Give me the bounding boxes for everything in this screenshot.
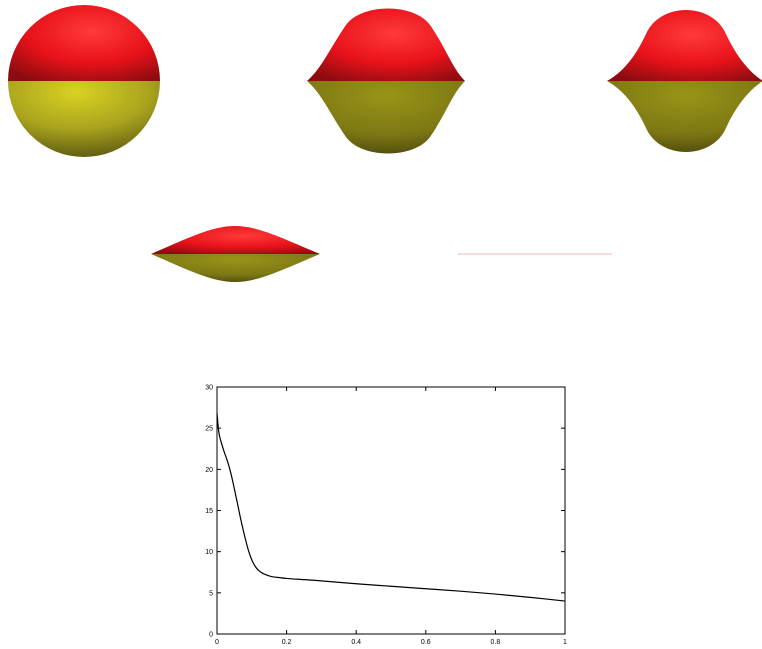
x-tick-label: 0.8 (491, 639, 501, 646)
x-axis-ticks (216, 387, 566, 634)
x-tick-label: 0.4 (351, 639, 361, 646)
y-axis-tick-labels: 0 5 10 15 20 25 30 (205, 385, 213, 639)
x-tick-label: 0.2 (282, 639, 292, 646)
line-chart: 0 0.2 0.4 0.6 0.8 1 0 5 10 15 20 25 30 (205, 385, 567, 647)
pinched-sphere-lower-cap (607, 81, 762, 152)
lens-lower-cap (151, 254, 320, 282)
pinched-sphere-upper-cap (607, 10, 762, 81)
x-axis-tick-labels: 0 0.2 0.4 0.6 0.8 1 (215, 639, 567, 646)
sphere-upper-cap (8, 5, 160, 81)
y-tick-label: 0 (209, 632, 213, 639)
y-tick-label: 5 (209, 590, 213, 597)
y-tick-label: 25 (205, 426, 213, 433)
lens-shape (151, 226, 320, 282)
y-tick-label: 15 (205, 508, 213, 515)
lens-upper-cap (151, 226, 320, 254)
pinched-sphere-shape (607, 10, 762, 152)
peaked-sphere-upper-cap (307, 8, 465, 81)
x-tick-label: 1 (563, 639, 567, 646)
y-tick-label: 30 (205, 385, 213, 392)
y-tick-label: 10 (205, 549, 213, 556)
x-tick-label: 0 (215, 639, 219, 646)
x-tick-label: 0.6 (421, 639, 431, 646)
y-axis-ticks (217, 386, 565, 635)
y-tick-label: 20 (205, 467, 213, 474)
series-line (216, 413, 566, 602)
plot-frame (216, 386, 566, 635)
peaked-sphere-shape (307, 8, 465, 154)
sphere-shape (8, 5, 160, 157)
sphere-lower-cap (8, 81, 160, 157)
peaked-sphere-lower-cap (307, 81, 465, 154)
